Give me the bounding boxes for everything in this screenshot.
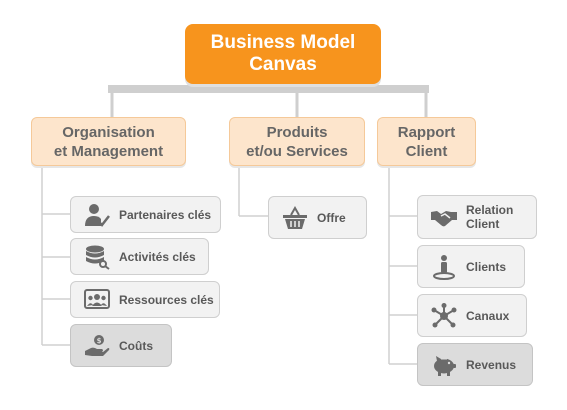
node-offre: Offre — [268, 196, 367, 239]
node-label: Relation Client — [466, 203, 514, 231]
node-label: Partenaires clés — [119, 207, 212, 222]
root-title: Business Model Canvas — [210, 32, 356, 75]
piggy-bank-icon — [430, 351, 458, 379]
category-label: Organisation et Management — [53, 123, 164, 160]
node-activites-cles: Activités clés — [70, 238, 209, 275]
money-hand-icon: $ — [83, 332, 111, 360]
node-couts: $ Coûts — [70, 324, 172, 367]
node-label: Revenus — [466, 357, 517, 372]
team-icon — [83, 286, 111, 314]
node-label: Activités clés — [119, 249, 196, 264]
basket-icon — [281, 204, 309, 232]
category-rapport-client: Rapport Client — [377, 117, 476, 166]
network-icon — [430, 302, 458, 330]
category-label: Rapport Client — [397, 123, 456, 160]
node-ressources-cles: Ressources clés — [70, 281, 220, 318]
person-pin-icon — [430, 253, 458, 281]
partner-icon — [83, 201, 111, 229]
handshake-icon — [430, 203, 458, 231]
node-revenus: Revenus — [417, 343, 533, 386]
node-label: Offre — [317, 210, 346, 225]
node-label: Canaux — [466, 308, 510, 323]
node-label: Clients — [466, 259, 507, 274]
node-relation-client: Relation Client — [417, 195, 537, 239]
node-clients: Clients — [417, 245, 525, 288]
category-label: Produits et/ou Services — [246, 123, 348, 160]
node-canaux: Canaux — [417, 294, 527, 337]
node-label: Ressources clés — [119, 292, 214, 307]
database-key-icon — [83, 243, 111, 271]
node-label: Coûts — [119, 338, 153, 353]
category-organisation-management: Organisation et Management — [31, 117, 186, 166]
node-partenaires-cles: Partenaires clés — [70, 196, 221, 233]
category-produits-services: Produits et/ou Services — [229, 117, 365, 166]
svg-text:$: $ — [97, 337, 102, 345]
top-bus-bar — [108, 85, 429, 93]
root-node-business-model-canvas: Business Model Canvas — [185, 24, 381, 84]
